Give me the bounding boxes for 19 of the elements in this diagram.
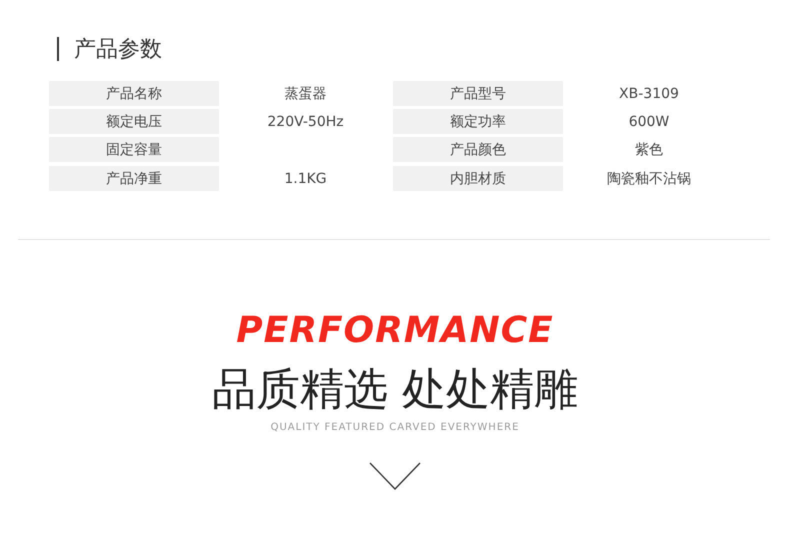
spec-label: 额定电压 bbox=[49, 109, 219, 134]
spec-label: 产品颜色 bbox=[393, 137, 563, 162]
spec-value: 蒸蛋器 bbox=[284, 84, 328, 104]
spec-label: 额定功率 bbox=[393, 109, 563, 134]
spec-value: 紫色 bbox=[634, 140, 664, 160]
spec-value: 1.1KG bbox=[283, 170, 328, 188]
spec-value: XB-3109 bbox=[618, 84, 680, 104]
spec-label: 固定容量 bbox=[49, 137, 219, 162]
spec-value: 陶瓷釉不沾锅 bbox=[606, 170, 692, 188]
spec-label: 产品型号 bbox=[393, 81, 563, 106]
spec-value: 220V-50Hz bbox=[266, 112, 345, 132]
subtitle-text: QUALITY FEATURED CARVED EVERYWHERE bbox=[270, 422, 520, 433]
spec-label: 产品名称 bbox=[49, 81, 219, 106]
spec-label: 内胆材质 bbox=[393, 166, 563, 191]
performance-heading: PERFORMANCE bbox=[235, 310, 555, 351]
slogan-heading: 品质精选 处处精雕 bbox=[211, 363, 579, 417]
spec-value: 600W bbox=[628, 112, 670, 132]
spec-label: 产品净重 bbox=[49, 166, 219, 191]
section-title: 产品参数 bbox=[74, 36, 162, 64]
